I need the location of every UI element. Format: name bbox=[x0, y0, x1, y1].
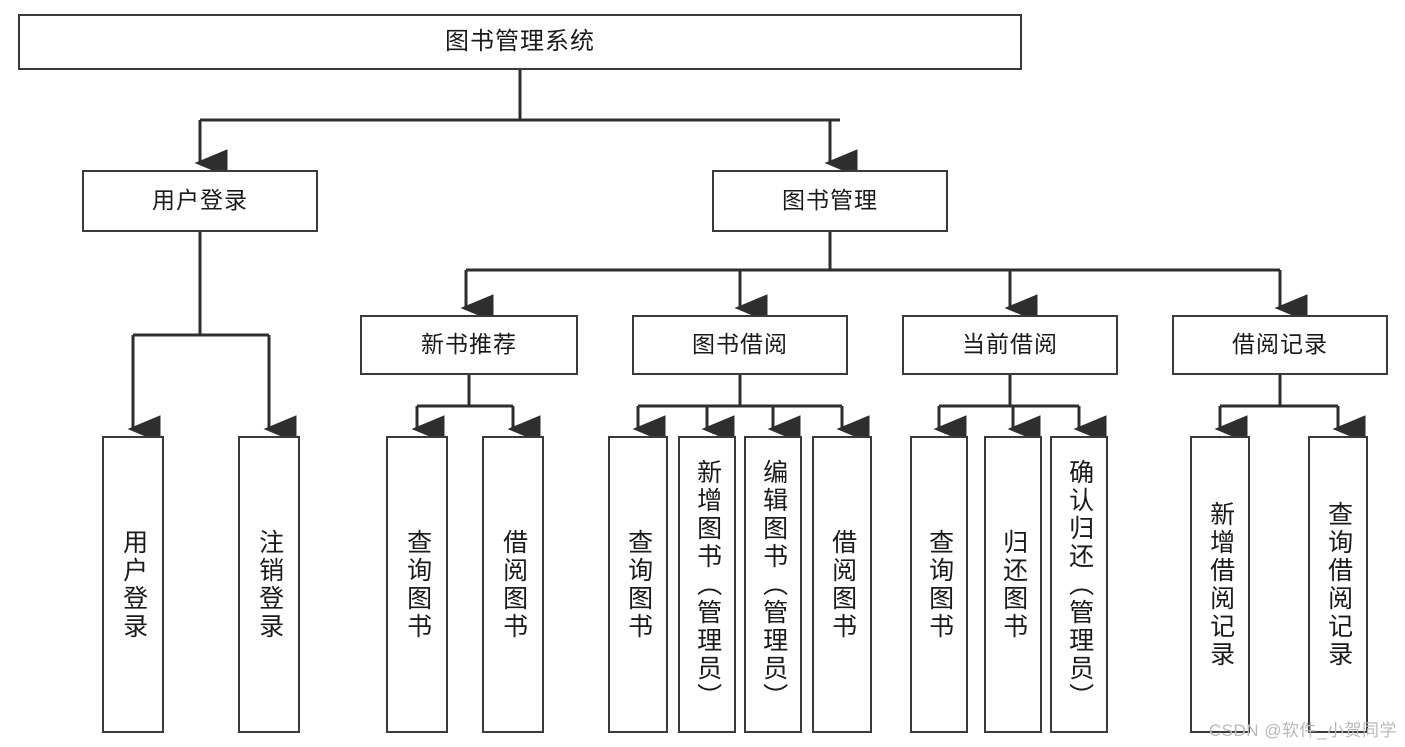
leaf-return-book[interactable]: 归还图书 bbox=[984, 436, 1042, 733]
leaf-logout[interactable]: 注销登录 bbox=[238, 436, 300, 733]
leaf-label: 确认归还（管理员） bbox=[1065, 458, 1094, 711]
leaf-label: 新增图书（管理员） bbox=[693, 458, 722, 711]
leaf-query-book-borrowing[interactable]: 查询图书 bbox=[608, 436, 668, 733]
leaf-query-borrow-record[interactable]: 查询借阅记录 bbox=[1308, 436, 1368, 733]
leaf-label: 注销登录 bbox=[255, 528, 284, 641]
node-borrowing-records[interactable]: 借阅记录 bbox=[1172, 315, 1388, 375]
leaf-label: 查询借阅记录 bbox=[1324, 500, 1353, 669]
leaf-query-book-newbook[interactable]: 查询图书 bbox=[386, 436, 448, 733]
node-book-borrowing[interactable]: 图书借阅 bbox=[632, 315, 848, 375]
node-new-book-recommendation[interactable]: 新书推荐 bbox=[360, 315, 578, 375]
node-root-system[interactable]: 图书管理系统 bbox=[18, 14, 1022, 70]
leaf-borrow-book-newbook[interactable]: 借阅图书 bbox=[482, 436, 544, 733]
leaf-user-login[interactable]: 用户登录 bbox=[102, 436, 164, 733]
leaf-label: 新增借阅记录 bbox=[1206, 500, 1235, 669]
leaf-edit-book-admin[interactable]: 编辑图书（管理员） bbox=[744, 436, 802, 733]
leaf-confirm-return-admin[interactable]: 确认归还（管理员） bbox=[1050, 436, 1108, 733]
node-book-management[interactable]: 图书管理 bbox=[712, 170, 948, 232]
leaf-label: 查询图书 bbox=[925, 528, 954, 641]
leaf-borrow-book[interactable]: 借阅图书 bbox=[812, 436, 872, 733]
node-current-borrowing[interactable]: 当前借阅 bbox=[902, 315, 1118, 375]
leaf-add-borrow-record[interactable]: 新增借阅记录 bbox=[1190, 436, 1250, 733]
leaf-label: 查询图书 bbox=[624, 528, 653, 641]
node-user-login[interactable]: 用户登录 bbox=[82, 170, 318, 232]
leaf-query-book-current[interactable]: 查询图书 bbox=[910, 436, 968, 733]
leaf-add-book-admin[interactable]: 新增图书（管理员） bbox=[678, 436, 736, 733]
leaf-label: 归还图书 bbox=[999, 528, 1028, 641]
leaf-label: 编辑图书（管理员） bbox=[759, 458, 788, 711]
leaf-label: 用户登录 bbox=[119, 528, 148, 641]
leaf-label: 借阅图书 bbox=[828, 528, 857, 641]
csdn-watermark: CSDN @软件_小贺同学 bbox=[1208, 721, 1397, 740]
leaf-label: 借阅图书 bbox=[499, 528, 528, 641]
leaf-label: 查询图书 bbox=[403, 528, 432, 641]
